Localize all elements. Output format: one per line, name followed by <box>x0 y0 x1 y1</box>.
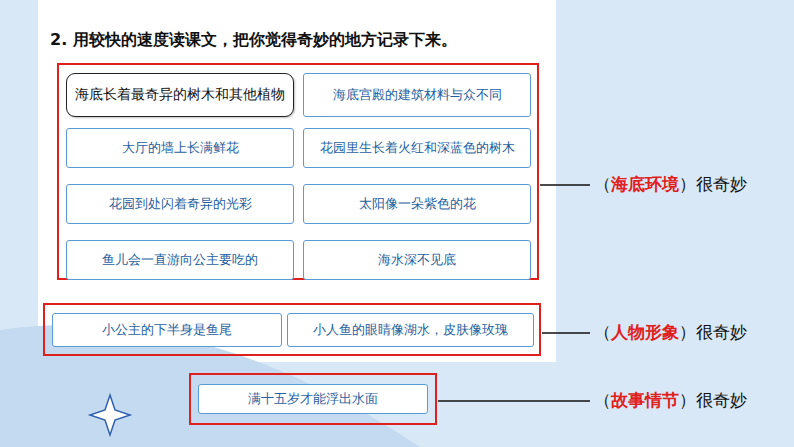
box-text: 大厅的墙上长满鲜花 <box>122 139 239 157</box>
heading: 2. 用较快的速度读课文，把你觉得奇妙的地方记录下来。 <box>50 30 457 51</box>
group-frame <box>58 64 538 279</box>
text-box: 花园到处闪着奇异的光彩 <box>66 184 294 224</box>
label-row: （故事情节）很奇妙 <box>594 389 747 412</box>
text-box: 海水深不见底 <box>303 240 531 280</box>
label-text: （ <box>594 322 611 342</box>
white-panel <box>38 0 556 362</box>
box-text: 鱼儿会一直游向公主要吃的 <box>102 251 258 269</box>
text-box: 花园里生长着火红和深蓝色的树木 <box>303 128 531 168</box>
star-decoration <box>90 395 130 435</box>
text-box: 小人鱼的眼睛像湖水，皮肤像玫瑰 <box>287 313 534 347</box>
leader-line <box>540 184 590 186</box>
box-text: 海底宫殿的建筑材料与众不同 <box>333 86 502 104</box>
text-box: 海底长着最奇异的树木和其他植物 <box>66 73 294 117</box>
leader-line <box>542 332 590 334</box>
box-text: 小公主的下半身是鱼尾 <box>102 321 232 339</box>
text-box: 满十五岁才能浮出水面 <box>198 384 428 414</box>
leader-line <box>438 400 590 402</box>
box-text: 花园里生长着火红和深蓝色的树木 <box>320 139 515 157</box>
category-label: 故事情节 <box>611 390 679 410</box>
group-frame <box>190 374 436 424</box>
box-text: 太阳像一朵紫色的花 <box>359 195 476 213</box>
box-text: 海水深不见底 <box>378 251 456 269</box>
group-frame <box>44 304 540 355</box>
box-text: 小人鱼的眼睛像湖水，皮肤像玫瑰 <box>313 321 508 339</box>
box-text: 海底长着最奇异的树木和其他植物 <box>75 86 285 104</box>
label-text: ）很奇妙 <box>679 174 747 194</box>
label-text: ）很奇妙 <box>679 322 747 342</box>
label-text: （ <box>594 174 611 194</box>
box-text: 满十五岁才能浮出水面 <box>248 390 378 408</box>
label-row: （海底环境）很奇妙 <box>594 173 747 196</box>
text-box: 大厅的墙上长满鲜花 <box>66 128 294 168</box>
label-row: （人物形象）很奇妙 <box>594 321 747 344</box>
box-text: 花园到处闪着奇异的光彩 <box>109 195 252 213</box>
category-label: 人物形象 <box>611 322 679 342</box>
label-text: ）很奇妙 <box>679 390 747 410</box>
category-label: 海底环境 <box>611 174 679 194</box>
label-text: （ <box>594 390 611 410</box>
text-box: 鱼儿会一直游向公主要吃的 <box>66 240 294 280</box>
text-box: 海底宫殿的建筑材料与众不同 <box>303 73 531 117</box>
text-box: 小公主的下半身是鱼尾 <box>52 313 282 347</box>
text-box: 太阳像一朵紫色的花 <box>303 184 531 224</box>
